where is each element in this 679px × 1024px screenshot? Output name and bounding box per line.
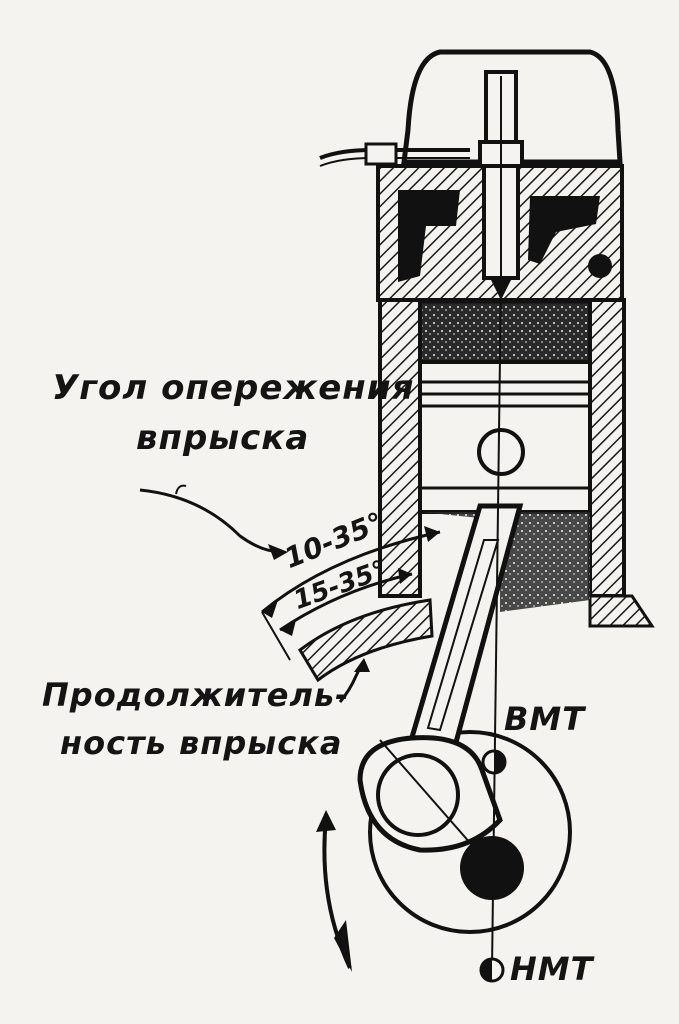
advance-arc <box>261 530 441 614</box>
tdc-label: ВМТ <box>504 700 586 738</box>
water-jacket-left <box>398 190 460 282</box>
cylinder-axis <box>491 279 502 969</box>
duration-label-line1: Продолжитель- <box>42 676 350 714</box>
coolant-hole <box>588 254 612 278</box>
crank-pin <box>376 753 460 837</box>
cylinder-wall-right <box>588 298 626 598</box>
cylinder-wall-left <box>378 298 422 598</box>
advance-pointer <box>139 488 283 554</box>
water-jacket-right <box>528 196 600 264</box>
injection-duration-band <box>298 598 434 683</box>
advance-label-line2: впрыска <box>136 418 310 458</box>
advance-label-line1: Угол опережения <box>52 368 415 408</box>
duration-label-line2: ность впрыска <box>60 724 343 762</box>
duration-arc <box>279 572 413 632</box>
combustion-chamber <box>418 300 592 364</box>
piston-pin <box>477 428 525 476</box>
crankcase-flange <box>588 594 655 628</box>
duration-pointer <box>338 663 364 703</box>
pipe-fitting <box>364 142 398 166</box>
bdc-label: НМТ <box>510 950 594 988</box>
